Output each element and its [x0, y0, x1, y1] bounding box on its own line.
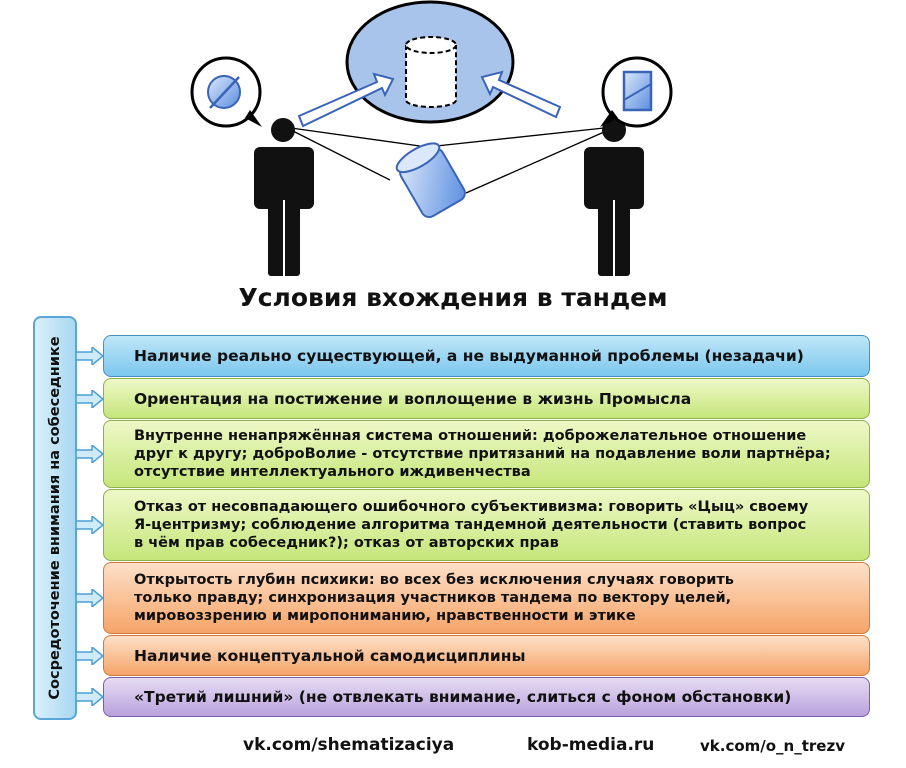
tilted-cylinder-icon: [395, 142, 466, 219]
arrow-right-icon: [75, 686, 105, 708]
arrow-right-icon: [75, 387, 105, 410]
condition-5: Открытость глубин психики: во всех без и…: [103, 562, 870, 634]
arrow-left-person-to-goal: [297, 72, 395, 128]
footer-link-o-n-trezv[interactable]: vk.com/o_n_trezv: [700, 737, 845, 755]
connection-lines: [290, 127, 605, 194]
condition-4: Отказ от несовпадающего ошибочного субъе…: [103, 489, 870, 561]
condition-6: Наличие концептуальной самодисциплины: [103, 635, 870, 676]
footer-link-shematizaciya[interactable]: vk.com/shematizaciya: [243, 735, 455, 755]
condition-2: Ориентация на постижение и воплощение в …: [103, 378, 870, 419]
sidebar-label: Сосредоточение внимания на собеседнике: [47, 336, 63, 700]
speech-bubble-right: [600, 56, 673, 128]
person-left-icon: [254, 118, 314, 276]
speech-bubble-left: [190, 56, 262, 128]
footer-link-kob-media[interactable]: kob-media.ru: [527, 735, 655, 755]
arrow-right-icon: [75, 345, 105, 367]
diagram-title: Условия вхождения в тандем: [238, 283, 668, 312]
arrow-right-person-to-goal: [480, 70, 562, 119]
attention-sidebar: Сосредоточение внимания на собеседнике: [33, 316, 77, 720]
arrow-right-icon: [75, 587, 105, 609]
condition-3: Внутренне ненапряжённая система отношени…: [103, 420, 870, 488]
condition-1: Наличие реально существующей, а не выдум…: [103, 335, 870, 377]
tandem-illustration: [190, 0, 673, 276]
dashed-cylinder-icon: [405, 36, 457, 108]
arrow-right-icon: [75, 443, 105, 465]
arrow-right-icon: [75, 644, 105, 667]
condition-7: «Третий лишний» (не отвлекать внимание, …: [103, 677, 870, 717]
arrow-right-icon: [75, 514, 105, 536]
person-right-icon: [584, 118, 644, 276]
